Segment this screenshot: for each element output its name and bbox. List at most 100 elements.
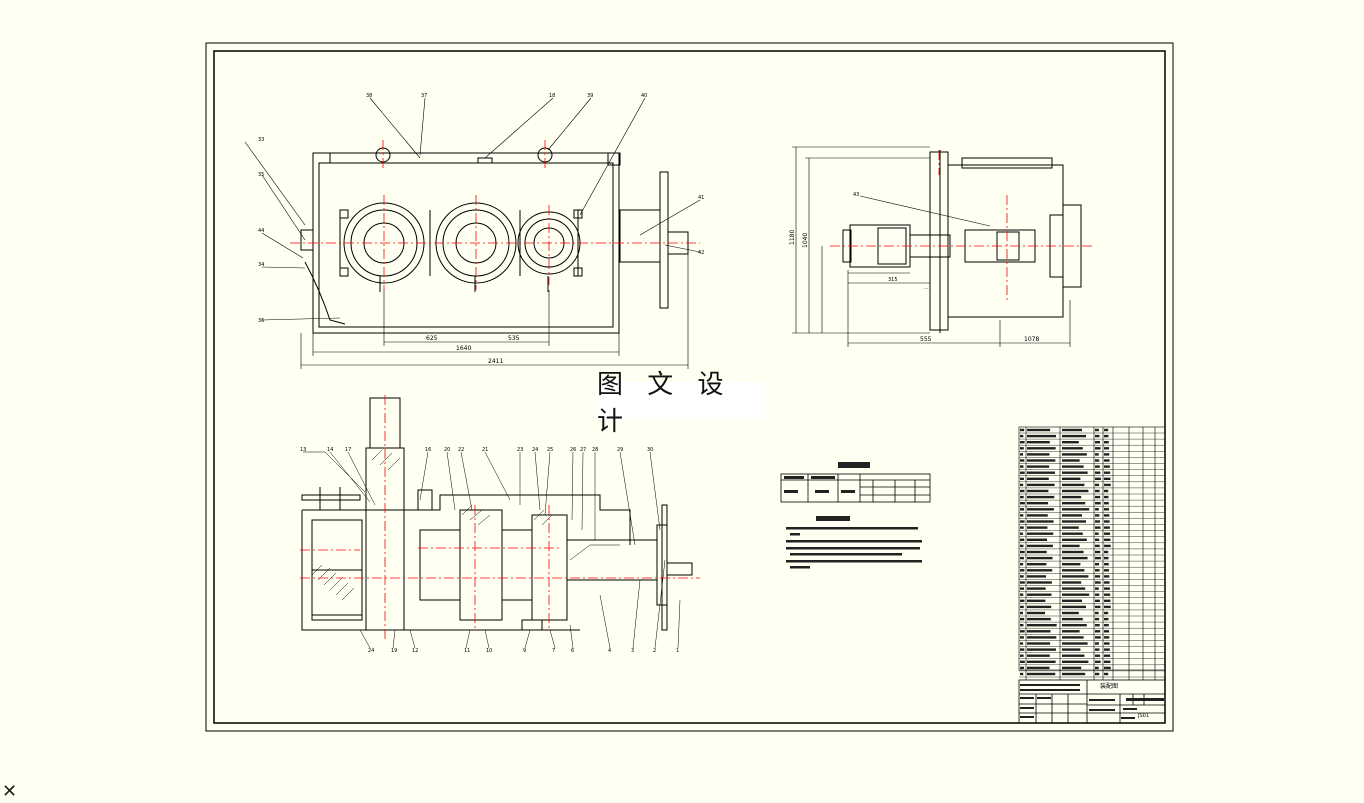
- parts-cell-text: [1062, 636, 1084, 639]
- side-view-dimensions: [792, 146, 1071, 347]
- svg-text:20: 20: [444, 447, 450, 453]
- parts-cell-text: [1104, 520, 1110, 523]
- parts-cell-text: [1027, 447, 1056, 450]
- svg-text:35: 35: [258, 172, 264, 178]
- parts-cell-text: [1062, 483, 1085, 487]
- parts-cell-text: [1095, 441, 1101, 444]
- parts-cell-text: [1020, 672, 1024, 676]
- parts-cell-text: [1027, 660, 1056, 663]
- parts-cell-text: [1020, 550, 1025, 554]
- parts-cell-text: [1062, 526, 1079, 529]
- svg-text:17: 17: [345, 447, 351, 453]
- parts-cell-text: [1020, 648, 1025, 651]
- parts-cell-text: [1104, 587, 1110, 590]
- parts-cell-text: [1062, 587, 1086, 590]
- parts-cell-text: [1095, 453, 1099, 456]
- parts-cell-text: [1062, 465, 1084, 468]
- parts-cell-text: [1062, 514, 1082, 517]
- parts-cell-text: [1095, 587, 1099, 590]
- parts-cell-text: [1104, 556, 1109, 560]
- parts-cell-text: [1095, 477, 1101, 480]
- svg-text:12: 12: [412, 648, 418, 654]
- parts-cell-text: [1104, 526, 1110, 529]
- parts-cell-text: [1027, 459, 1056, 462]
- parts-cell-text: [1104, 465, 1110, 468]
- svg-text:18: 18: [549, 93, 555, 99]
- parts-cell-text: [1062, 471, 1088, 474]
- front-view-centerlines: [290, 140, 700, 290]
- dim-side-w2: 1078: [1024, 336, 1039, 343]
- parts-cell-text: [1020, 556, 1024, 560]
- parts-cell-text: [1020, 459, 1025, 462]
- parts-cell-text: [1062, 563, 1081, 566]
- parts-cell-text: [1062, 520, 1086, 523]
- parts-cell-text: [1095, 642, 1099, 645]
- parts-cell-text: [1020, 630, 1025, 633]
- svg-text:6: 6: [571, 648, 574, 654]
- parts-cell-text: [1027, 465, 1050, 468]
- parts-cell-text: [1027, 441, 1050, 444]
- parts-cell-text: [1062, 575, 1089, 578]
- parts-list-text: [1020, 428, 1111, 676]
- parts-cell-text: [1104, 508, 1110, 511]
- svg-text:16: 16: [425, 447, 431, 453]
- parts-cell-text: [1062, 447, 1083, 450]
- parts-cell-text: [1027, 495, 1055, 499]
- parts-cell-text: [1027, 453, 1050, 456]
- parts-cell-text: [1020, 495, 1024, 499]
- parts-cell-text: [1104, 428, 1109, 432]
- section-view-centerlines: [300, 395, 700, 640]
- parts-cell-text: [1062, 495, 1082, 499]
- parts-cell-text: [1104, 453, 1110, 456]
- svg-text:44: 44: [258, 228, 264, 234]
- parts-cell-text: [1062, 489, 1089, 493]
- parts-list-rows: [1019, 432, 1165, 678]
- parts-cell-text: [1020, 624, 1024, 627]
- close-icon[interactable]: ✕: [2, 781, 18, 802]
- parts-cell-text: [1027, 563, 1047, 566]
- parts-cell-text: [1027, 471, 1055, 474]
- parts-cell-text: [1020, 599, 1025, 602]
- parts-cell-text: [1020, 593, 1024, 596]
- svg-text:23: 23: [517, 447, 523, 453]
- parts-cell-text: [1020, 563, 1024, 566]
- parts-cell-text: [1062, 550, 1084, 554]
- drawing-name: 装配图: [1100, 682, 1118, 690]
- parts-cell-text: [1027, 593, 1052, 596]
- parts-cell-text: [1027, 502, 1049, 505]
- parts-cell-text: [1027, 605, 1052, 609]
- dim-front-a: 625: [426, 335, 438, 342]
- parts-cell-text: [1062, 599, 1082, 602]
- inner-border: [213, 50, 1166, 724]
- svg-text:40: 40: [641, 93, 647, 99]
- parts-cell-text: [1095, 624, 1100, 627]
- parts-cell-text: [1104, 489, 1109, 493]
- parts-cell-text: [1104, 654, 1111, 657]
- parts-cell-text: [1027, 526, 1048, 529]
- parts-cell-text: [1095, 538, 1100, 541]
- parts-cell-text: [1027, 520, 1054, 523]
- parts-cell-text: [1027, 489, 1049, 493]
- technical-notes: [786, 516, 922, 569]
- svg-text:14: 14: [327, 447, 333, 453]
- parts-cell-text: [1020, 636, 1024, 639]
- parts-cell-text: [1095, 489, 1100, 493]
- svg-text:33: 33: [258, 137, 264, 143]
- parts-cell-text: [1020, 502, 1025, 505]
- dim-front-b: 535: [508, 335, 520, 342]
- outer-border: [205, 42, 1174, 732]
- svg-text:24: 24: [532, 447, 538, 453]
- parts-cell-text: [1062, 581, 1082, 584]
- parts-cell-text: [1027, 617, 1051, 621]
- parts-cell-text: [1062, 630, 1080, 633]
- parts-cell-text: [1095, 569, 1100, 572]
- parts-cell-text: [1104, 447, 1110, 450]
- svg-text:28: 28: [592, 447, 598, 453]
- parts-cell-text: [1095, 660, 1101, 663]
- parts-cell-text: [1104, 532, 1111, 535]
- parts-cell-text: [1020, 666, 1025, 670]
- parts-cell-text: [1062, 660, 1089, 663]
- parts-cell-text: [1095, 575, 1101, 578]
